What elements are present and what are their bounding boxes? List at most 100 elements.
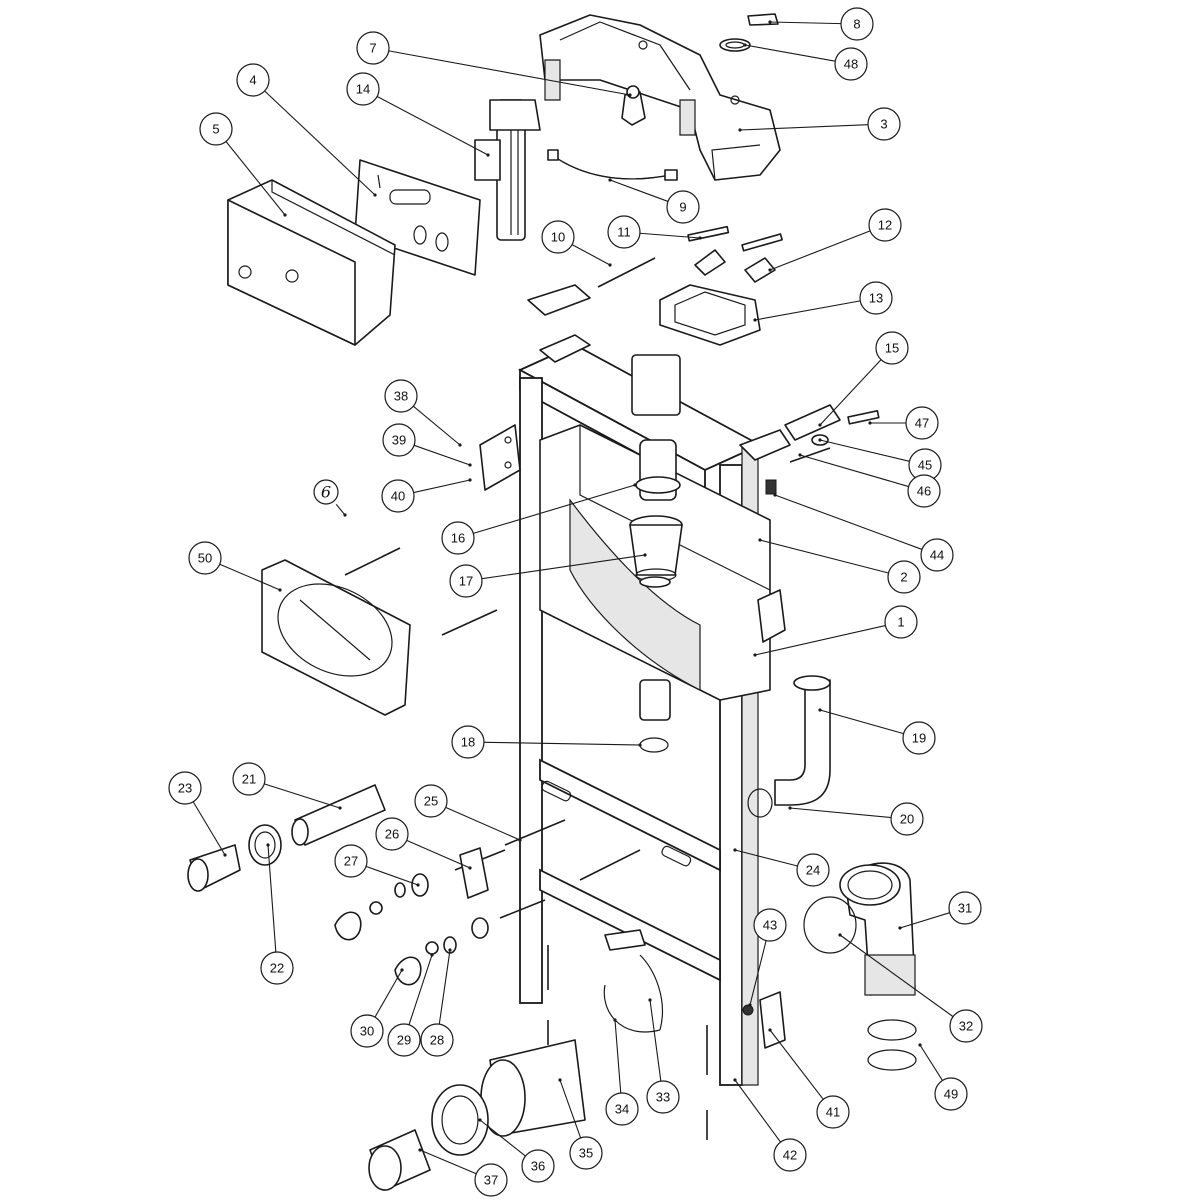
leader-dot-16 [633, 483, 637, 487]
leader-dot-21 [338, 806, 342, 810]
callout-circle-48 [834, 47, 868, 81]
leader-dot-17 [643, 553, 647, 557]
bracket-15 [784, 404, 841, 441]
callout-41: 41 [816, 1095, 850, 1129]
cone-caps [334, 911, 422, 986]
inlet-elbow [747, 675, 831, 818]
nut-43 [742, 1004, 754, 1016]
leader-line-18 [483, 741, 641, 746]
callout-label-21: 21 [242, 772, 256, 787]
leader-line-22 [267, 844, 277, 953]
callout-17: 17 [449, 564, 483, 598]
nut-22 [248, 824, 282, 866]
callout-11: 11 [607, 215, 641, 249]
leader-line-25 [445, 806, 521, 841]
callout-circle-18 [451, 725, 485, 759]
callout-2: 2 [887, 560, 921, 594]
callout-circle-10 [541, 220, 575, 254]
leader-dot-25 [518, 838, 522, 842]
seal-ring-32 [803, 896, 857, 954]
callout-circle-30 [350, 1014, 384, 1048]
callout-circle-2 [887, 560, 921, 594]
callout-31: 31 [948, 891, 982, 925]
leader-dot-15 [818, 423, 822, 427]
leader-line-38 [412, 405, 461, 446]
leader-dot-24 [733, 848, 737, 852]
callout-46: 46 [907, 474, 941, 508]
callout-circle-13 [859, 281, 893, 315]
leader-dot-45 [818, 438, 822, 442]
leader-line-48 [744, 44, 836, 62]
leader-dot-23 [223, 853, 227, 857]
leader-dot-31 [898, 926, 902, 930]
leader-line-8 [769, 21, 842, 25]
callout-label-17: 17 [459, 574, 473, 589]
leader-line-9 [609, 179, 669, 202]
nut-29 [369, 901, 439, 955]
callout-7: 7 [356, 31, 390, 65]
leader-dot-49 [918, 1043, 922, 1047]
leader-line-46 [799, 454, 909, 488]
callout-16: 16 [441, 521, 475, 555]
drain-sleeve-35 [480, 1039, 586, 1137]
callout-35: 35 [569, 1136, 603, 1170]
pipe-21 [291, 784, 386, 846]
callout-5: 5 [199, 112, 233, 146]
callout-circle-23 [168, 771, 202, 805]
callout-49: 49 [934, 1077, 968, 1111]
callout-circle-49 [934, 1077, 968, 1111]
callout-label-26: 26 [385, 827, 399, 842]
leader-line-10 [571, 244, 611, 266]
callout-22: 22 [260, 951, 294, 985]
screw-44 [765, 479, 777, 495]
callout-6: 6 [313, 479, 339, 505]
leader-dot-3 [738, 128, 742, 132]
callout-circle-36 [521, 1149, 555, 1183]
threaded-rod [597, 257, 656, 288]
callout-circle-26 [375, 817, 409, 851]
brackets-pair [694, 249, 776, 283]
callout-48: 48 [834, 47, 868, 81]
leader-line-21 [264, 783, 341, 809]
clip-part [747, 13, 779, 26]
callout-25: 25 [414, 784, 448, 818]
callout-circle-11 [607, 215, 641, 249]
callout-circle-15 [875, 331, 909, 365]
callout-label-36: 36 [531, 1159, 545, 1174]
leader-dot-4 [373, 193, 377, 197]
callout-10: 10 [541, 220, 575, 254]
pin-47 [847, 409, 880, 425]
callout-label-1: 1 [897, 615, 904, 630]
callout-8: 8 [840, 7, 874, 41]
leader-dot-10 [608, 263, 612, 267]
callout-label-14: 14 [356, 82, 370, 97]
callout-circle-21 [232, 762, 266, 796]
outlet-elbow [839, 862, 916, 996]
callout-circle-8 [840, 7, 874, 41]
leader-dot-44 [773, 493, 777, 497]
leader-dot-36 [478, 1118, 482, 1122]
callout-circle-37 [474, 1163, 508, 1197]
leader-line-14 [376, 95, 489, 156]
leader-dot-39 [468, 463, 472, 467]
leader-line-27 [365, 865, 419, 886]
callout-43: 43 [753, 908, 787, 942]
callout-label-46: 46 [917, 484, 931, 499]
pins-pair [687, 225, 783, 252]
leader-line-45 [819, 439, 910, 462]
callout-circle-20 [890, 802, 924, 836]
callout-label-31: 31 [958, 901, 972, 916]
leader-dot-38 [458, 443, 462, 447]
callout-36: 36 [521, 1149, 555, 1183]
leader-dot-19 [818, 708, 822, 712]
callout-42: 42 [773, 1138, 807, 1172]
leader-dot-50 [278, 588, 282, 592]
leader-dot-7 [628, 93, 632, 97]
callout-label-50: 50 [198, 551, 212, 566]
callout-12: 12 [868, 208, 902, 242]
leader-line-15 [819, 359, 882, 426]
callout-23: 23 [168, 771, 202, 805]
callout-label-37: 37 [484, 1173, 498, 1188]
callout-circle-39 [382, 423, 416, 457]
